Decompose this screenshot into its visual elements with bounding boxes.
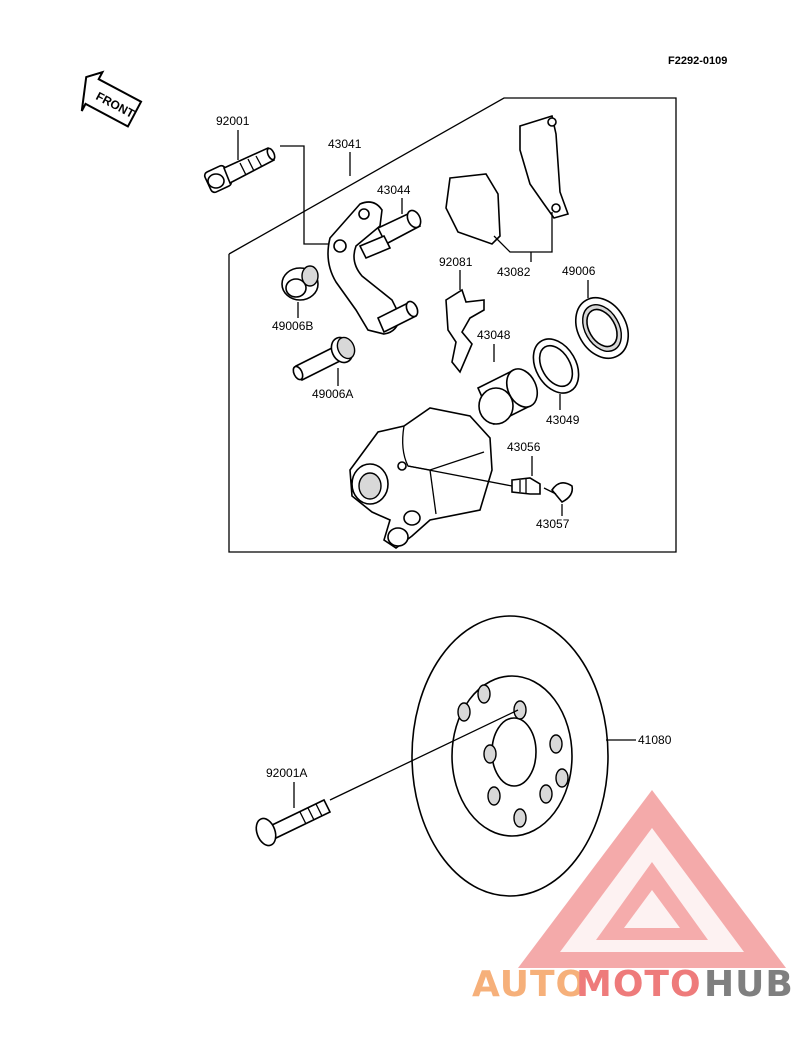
caliper-bracket-icon: [327, 201, 401, 335]
automotohub-watermark: [518, 790, 786, 968]
piston-icon: [476, 368, 539, 426]
dust-seal-icon: [574, 297, 630, 359]
label-41080: 41080: [638, 733, 672, 747]
label-49006A: 49006A: [312, 387, 353, 401]
diagram-code: F2292-0109: [668, 55, 727, 67]
label-49006: 49006: [562, 264, 596, 278]
label-43041: 43041: [328, 137, 362, 151]
label-49006B: 49006B: [272, 319, 313, 333]
bolt-92001-icon: [203, 146, 276, 194]
label-43056: 43056: [507, 440, 541, 454]
bleeder-cap-icon: [543, 482, 574, 503]
anti-rattle-spring-icon: [445, 288, 485, 374]
front-arrow-icon: FRONT: [80, 70, 143, 128]
boot-49006b-icon: [281, 265, 319, 301]
label-43048: 43048: [477, 328, 511, 342]
label-43049: 43049: [546, 413, 580, 427]
boot-49006a-icon: [292, 336, 356, 382]
brake-disc-icon: [411, 615, 609, 897]
piston-seal-icon: [532, 338, 580, 394]
label-43057: 43057: [536, 517, 570, 531]
label-43082: 43082: [497, 265, 531, 279]
label-92001: 92001: [216, 114, 250, 128]
watermark-auto: AUTO: [472, 964, 587, 1005]
bleeder-valve-icon: [511, 477, 541, 495]
slide-pins-icon: [358, 209, 422, 334]
label-92001A: 92001A: [266, 766, 307, 780]
disc-bolt-icon: [255, 798, 332, 847]
label-92081: 92081: [439, 255, 473, 269]
watermark-hub: HUB: [704, 964, 794, 1005]
caliper-body-icon: [349, 407, 493, 549]
brake-pads-icon: [445, 114, 570, 245]
label-43044: 43044: [377, 183, 411, 197]
assembly-outline: [228, 97, 677, 553]
watermark-moto: MOTO: [576, 964, 702, 1005]
